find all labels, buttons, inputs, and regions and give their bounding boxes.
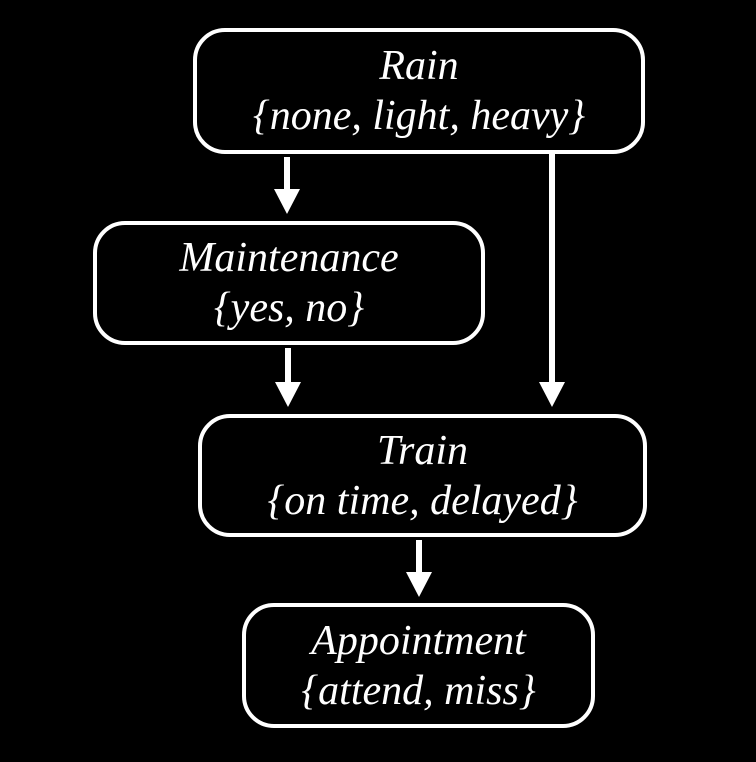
node-appointment-label: Appointment bbox=[311, 617, 526, 664]
node-train-label: Train bbox=[376, 427, 469, 474]
node-maintenance-values: {yes, no} bbox=[213, 285, 365, 331]
edge-maintenance-to-train-arrowhead bbox=[275, 382, 301, 407]
node-rain: Rain {none, light, heavy} bbox=[193, 28, 645, 154]
edge-rain-to-train-arrowhead bbox=[539, 382, 565, 407]
node-maintenance-label: Maintenance bbox=[179, 235, 399, 281]
edge-rain-to-maintenance-arrowhead bbox=[274, 189, 300, 214]
node-rain-label: Rain bbox=[379, 43, 459, 89]
edge-train-to-appointment-arrowhead bbox=[406, 572, 432, 597]
edge-rain-to-train bbox=[539, 152, 565, 407]
edge-maintenance-to-train bbox=[275, 348, 301, 407]
node-rain-values: {none, light, heavy} bbox=[252, 93, 586, 139]
node-train: Train {on time, delayed} bbox=[198, 414, 647, 537]
node-maintenance: Maintenance {yes, no} bbox=[93, 221, 485, 345]
edge-train-to-appointment bbox=[406, 540, 432, 597]
node-appointment-values: {attend, miss} bbox=[301, 667, 536, 714]
node-appointment: Appointment {attend, miss} bbox=[242, 603, 595, 728]
node-train-values: {on time, delayed} bbox=[267, 477, 578, 524]
edge-rain-to-maintenance bbox=[274, 157, 300, 214]
